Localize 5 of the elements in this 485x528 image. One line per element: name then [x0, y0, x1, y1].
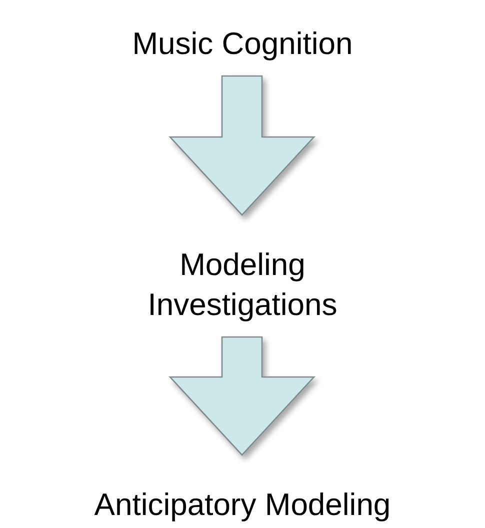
block-arrow [168, 75, 316, 216]
node-label: Modeling Investigations [146, 246, 338, 324]
node-label: Anticipatory Modeling [93, 486, 392, 524]
node-label: Music Cognition [131, 25, 354, 63]
block-arrow [168, 336, 316, 456]
